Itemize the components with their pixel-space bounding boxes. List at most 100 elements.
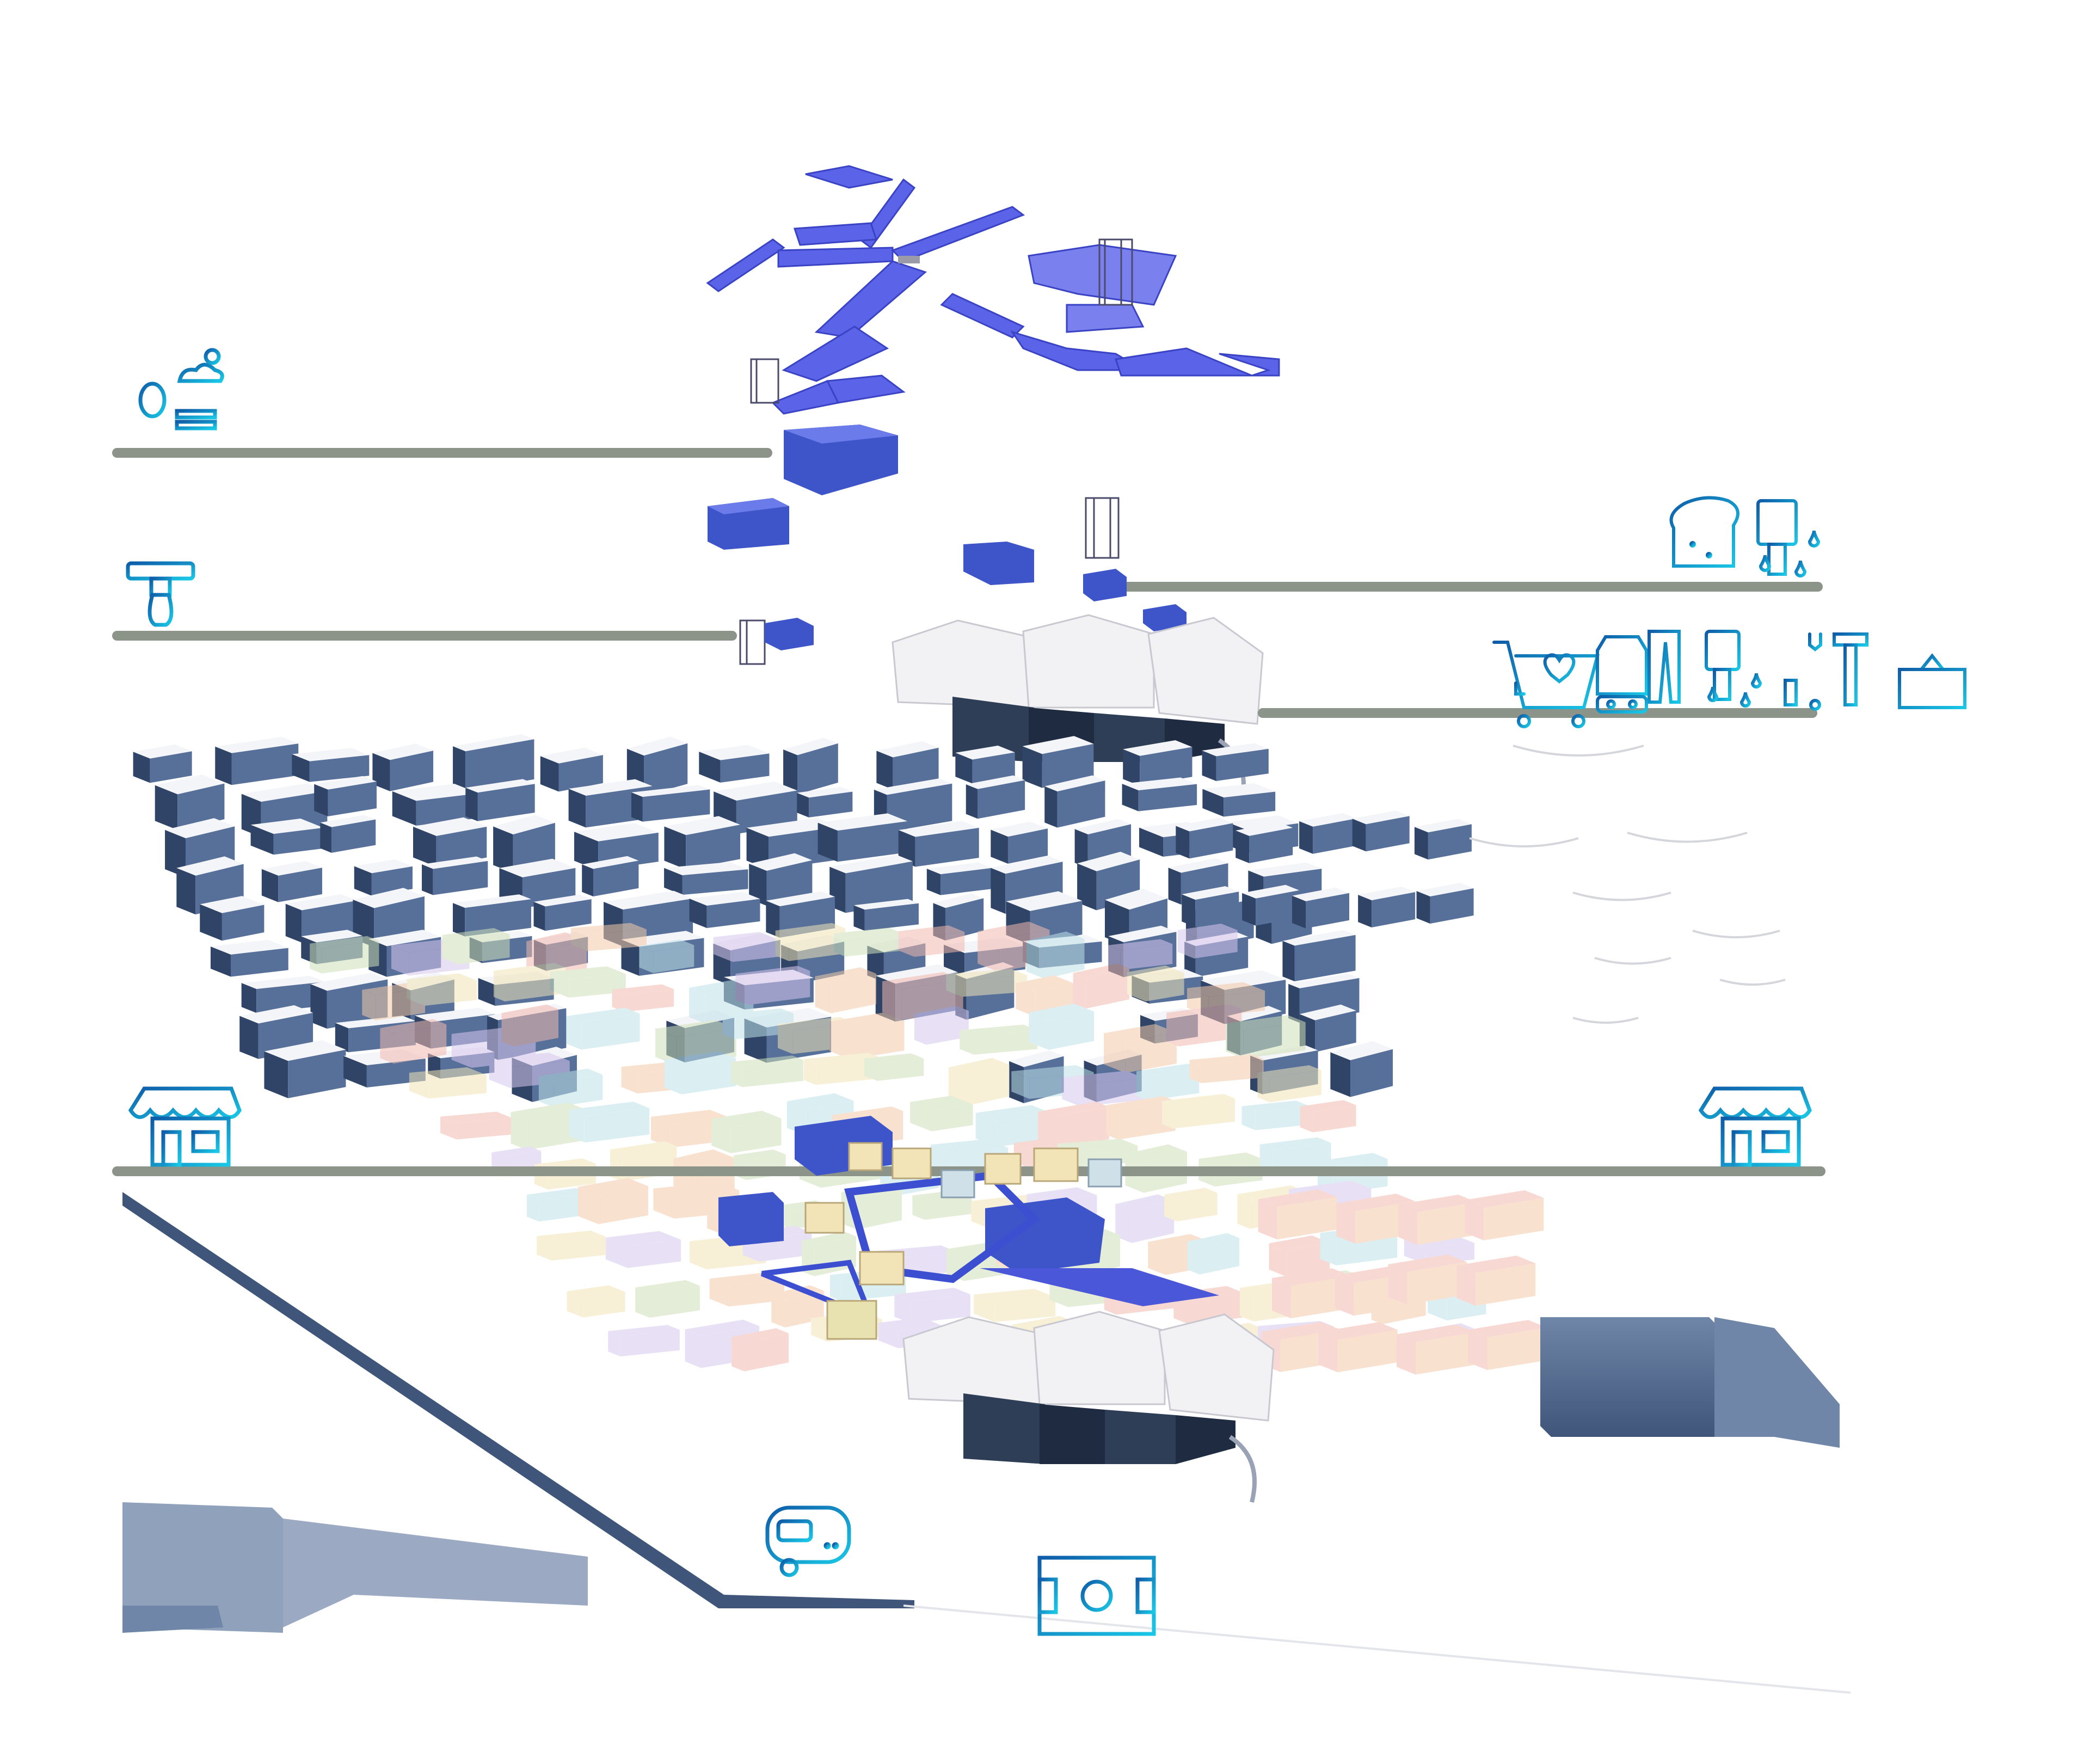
circulation-network <box>706 165 1280 415</box>
city-block <box>155 774 225 830</box>
city-block-translucent <box>775 923 846 961</box>
city-block-translucent <box>538 1068 603 1108</box>
city-block <box>1235 822 1293 863</box>
city-block-translucent <box>1241 1101 1310 1130</box>
city-block-translucent <box>1108 939 1173 970</box>
city-block-translucent <box>1257 1065 1321 1103</box>
city-block <box>540 747 603 792</box>
city-block <box>1292 887 1350 929</box>
city-block <box>689 892 760 929</box>
city-block <box>1299 813 1357 854</box>
shopping-cart-heart-icon <box>1492 641 1600 728</box>
city-block <box>1352 810 1410 852</box>
city-block-translucent <box>1104 1024 1177 1073</box>
park-layer <box>112 348 898 550</box>
city-block <box>631 785 710 822</box>
city-block <box>1123 740 1192 786</box>
city-block-translucent <box>550 966 626 998</box>
city-block-translucent <box>1177 923 1238 958</box>
city-block-translucent <box>960 1024 1038 1055</box>
city-block-translucent <box>834 927 900 957</box>
city-block <box>699 745 770 783</box>
city-block <box>1282 930 1356 982</box>
bread-icon <box>1669 496 1739 568</box>
city-block <box>200 896 265 941</box>
city-block <box>133 744 192 783</box>
city-block-translucent <box>1062 1071 1145 1107</box>
water-ripple <box>1572 1017 1639 1024</box>
city-block <box>991 821 1048 864</box>
city-block-translucent <box>946 969 1027 997</box>
city-block <box>1176 818 1233 859</box>
shop-icon <box>128 1086 242 1167</box>
football-pitch-icon <box>1037 1556 1156 1636</box>
city-block-translucent <box>605 1231 681 1268</box>
paint-brush-icon <box>1756 499 1821 577</box>
warehouse-lower <box>902 1311 1275 1503</box>
market-highlight-cluster <box>718 1116 1219 1340</box>
city-block-translucent <box>409 1067 487 1099</box>
city-block <box>422 856 488 895</box>
city-block <box>1358 886 1416 927</box>
caravan-icon <box>765 1505 862 1577</box>
city-block-translucent <box>732 1328 789 1372</box>
shipping-container-icon <box>1892 632 1972 709</box>
city-block-translucent <box>440 1111 513 1140</box>
city-block <box>1022 736 1094 788</box>
city-block-translucent <box>407 973 477 1006</box>
city-block-translucent <box>713 932 779 962</box>
city-block-translucent <box>664 1051 736 1095</box>
city-block <box>829 855 913 913</box>
city-block <box>250 818 324 855</box>
city-block-translucent <box>771 1285 824 1327</box>
city-block-translucent <box>1388 1254 1467 1305</box>
city-block <box>241 975 325 1013</box>
water-ripple <box>1692 930 1780 938</box>
clothing-icon <box>1596 630 1681 714</box>
city-block-translucent <box>570 923 647 951</box>
city-block-translucent <box>578 1178 648 1225</box>
city-block-translucent <box>608 1325 680 1357</box>
city-block-translucent <box>829 1012 905 1060</box>
city-block-translucent <box>1162 1093 1235 1129</box>
city-block <box>261 861 322 902</box>
city-block-translucent <box>1029 1004 1095 1050</box>
city-block-translucent <box>894 1288 970 1324</box>
city-block-translucent <box>914 1006 969 1045</box>
city-block-translucent <box>709 1273 784 1307</box>
city-block-translucent <box>501 1004 558 1047</box>
city-block-translucent <box>1269 1235 1330 1277</box>
city-block <box>453 734 534 792</box>
city-block-translucent <box>864 1053 924 1081</box>
city-block <box>926 862 992 895</box>
city-block-translucent <box>711 1110 782 1153</box>
city-block-translucent <box>1164 1188 1218 1222</box>
city-block <box>1414 819 1472 860</box>
city-block-translucent <box>1189 1054 1264 1084</box>
water-ripple <box>1594 957 1671 965</box>
city-block <box>1044 775 1105 828</box>
city-block-translucent <box>567 1285 625 1318</box>
city-block-translucent <box>731 1055 804 1087</box>
city-block <box>465 779 535 821</box>
city-block-translucent <box>735 966 810 1005</box>
city-block <box>955 745 1015 784</box>
water-ripples <box>1469 745 1786 1024</box>
city-block <box>783 737 838 795</box>
city-block-translucent <box>612 984 674 1012</box>
city-block-translucent <box>526 1188 589 1222</box>
city-block-translucent <box>1106 1096 1176 1140</box>
water-tap-layer <box>112 558 814 665</box>
city-block-translucent <box>1187 1233 1240 1275</box>
city-block-translucent <box>1456 1255 1536 1306</box>
water-ripple <box>1719 979 1786 986</box>
city-block <box>292 748 370 782</box>
city-block <box>1202 743 1269 781</box>
city-block <box>1122 777 1197 812</box>
city-block <box>966 775 1025 819</box>
workshop-layer <box>892 614 1972 806</box>
city-block <box>853 899 919 931</box>
city-block-translucent <box>1318 1322 1398 1373</box>
paint-brush-icon <box>1705 630 1762 708</box>
